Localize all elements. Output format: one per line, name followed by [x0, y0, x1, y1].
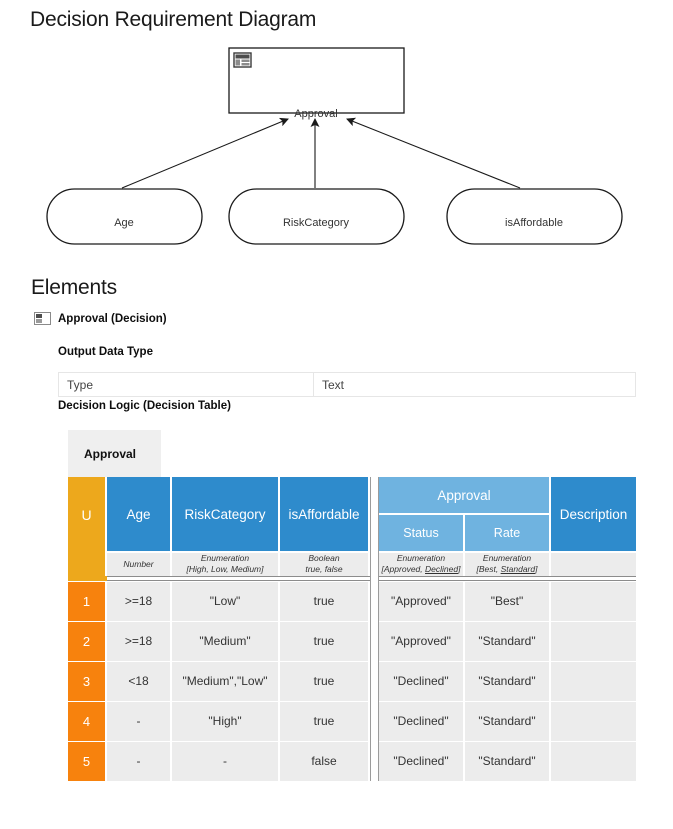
decision-table: U Age RiskCategory isAffordable Approval… [68, 477, 637, 781]
output-data-type-heading: Output Data Type [58, 346, 153, 358]
cell-isaffordable[interactable]: false [280, 740, 370, 781]
elements-heading: Elements [31, 276, 117, 299]
output-group-header-approval[interactable]: Approval [379, 477, 552, 515]
cell-age[interactable]: - [107, 700, 172, 741]
cell-riskcategory[interactable]: "Medium","Low" [172, 660, 280, 701]
rule-number: 3 [68, 660, 107, 701]
decision-requirement-diagram: Approval Age RiskCategory isAffordable [46, 47, 623, 245]
type-annotation-description [551, 553, 637, 576]
cell-isaffordable[interactable]: true [280, 660, 370, 701]
decision-table-tab[interactable]: Approval [68, 430, 161, 477]
cell-riskcategory[interactable]: "Low" [172, 580, 280, 621]
decision-logic-heading: Decision Logic (Decision Table) [58, 400, 231, 412]
element-entry-label: Approval (Decision) [58, 312, 167, 325]
type-annotation-riskcategory: Enumeration [High, Low, Medium] [172, 553, 280, 576]
input-node-label: isAffordable [505, 217, 563, 229]
output-data-type-table: Type Text [58, 372, 636, 397]
rule-number: 1 [68, 580, 107, 621]
cell-rate[interactable]: "Standard" [465, 660, 552, 701]
column-header-status[interactable]: Status [379, 515, 465, 553]
cell-age[interactable]: >=18 [107, 620, 172, 661]
decision-table-container: Approval U Age RiskCategory isAffordable… [68, 430, 638, 781]
cell-status[interactable]: "Declined" [379, 700, 465, 741]
decision-table-header-row: U Age RiskCategory isAffordable Approval… [68, 477, 637, 781]
input-node-age[interactable]: Age [46, 188, 203, 245]
column-header-riskcategory[interactable]: RiskCategory [172, 477, 280, 553]
cell-riskcategory[interactable]: "High" [172, 700, 280, 741]
cell-isaffordable[interactable]: true [280, 580, 370, 621]
input-node-label: Age [114, 217, 134, 229]
column-header-age[interactable]: Age [107, 477, 172, 553]
cell-age[interactable]: <18 [107, 660, 172, 701]
cell-rate[interactable]: "Standard" [465, 700, 552, 741]
cell-riskcategory[interactable]: - [172, 740, 280, 781]
cell-rate[interactable]: "Standard" [465, 620, 552, 661]
decision-node-label: Approval [294, 108, 337, 120]
rule-separator [68, 575, 637, 581]
cell-isaffordable[interactable]: true [280, 620, 370, 661]
cell-status[interactable]: "Approved" [379, 620, 465, 661]
table-row: Type Text [58, 372, 636, 397]
input-node-label: RiskCategory [283, 217, 350, 229]
table-row[interactable]: 4 - "High" true "Declined" "Standard" [68, 700, 637, 741]
hit-policy-spacer [68, 553, 107, 576]
table-row[interactable]: 2 >=18 "Medium" true "Approved" "Standar… [68, 620, 637, 661]
rule-number: 4 [68, 700, 107, 741]
cell-rate[interactable]: "Standard" [465, 740, 552, 781]
column-header-description[interactable]: Description [551, 477, 637, 553]
table-row[interactable]: 1 >=18 "Low" true "Approved" "Best" [68, 580, 637, 621]
cell-description[interactable] [551, 700, 637, 741]
cell-description[interactable] [551, 740, 637, 781]
type-annotation-rate: Enumeration [Best, Standard] [465, 553, 552, 576]
page-title: Decision Requirement Diagram [30, 8, 317, 31]
input-node-riskcategory[interactable]: RiskCategory [228, 188, 405, 245]
type-annotation-age: Number [107, 553, 172, 576]
rule-number: 5 [68, 740, 107, 781]
output-data-type-value: Text [313, 372, 636, 397]
input-output-separator [370, 477, 379, 781]
decision-table-icon [34, 312, 51, 325]
cell-description[interactable] [551, 620, 637, 661]
rule-number: 2 [68, 620, 107, 661]
cell-description[interactable] [551, 580, 637, 621]
decision-table-subheader-row: Status Rate [68, 515, 636, 553]
cell-status[interactable]: "Approved" [379, 580, 465, 621]
table-row[interactable]: 3 <18 "Medium","Low" true "Declined" "St… [68, 660, 637, 701]
cell-age[interactable]: >=18 [107, 580, 172, 621]
cell-status[interactable]: "Declined" [379, 740, 465, 781]
column-header-isaffordable[interactable]: isAffordable [280, 477, 370, 553]
type-annotation-status: Enumeration [Approved, Declined] [379, 553, 465, 576]
decision-table-icon [233, 52, 252, 68]
cell-rate[interactable]: "Best" [465, 580, 552, 621]
table-row[interactable]: 5 - - false "Declined" "Standard" [68, 740, 637, 781]
cell-status[interactable]: "Declined" [379, 660, 465, 701]
cell-description[interactable] [551, 660, 637, 701]
cell-age[interactable]: - [107, 740, 172, 781]
requirement-connectors [121, 117, 521, 189]
decision-table-type-row: Number Enumeration [High, Low, Medium] B… [68, 553, 637, 576]
column-header-rate[interactable]: Rate [465, 515, 552, 553]
cell-isaffordable[interactable]: true [280, 700, 370, 741]
hit-policy-cell[interactable]: U [68, 477, 107, 553]
type-annotation-isaffordable: Boolean true, false [280, 553, 370, 576]
cell-riskcategory[interactable]: "Medium" [172, 620, 280, 661]
decision-node-approval[interactable]: Approval [228, 47, 405, 120]
output-data-type-key: Type [58, 372, 314, 397]
element-entry-approval[interactable]: Approval (Decision) [34, 312, 167, 325]
input-node-isaffordable[interactable]: isAffordable [446, 188, 623, 245]
